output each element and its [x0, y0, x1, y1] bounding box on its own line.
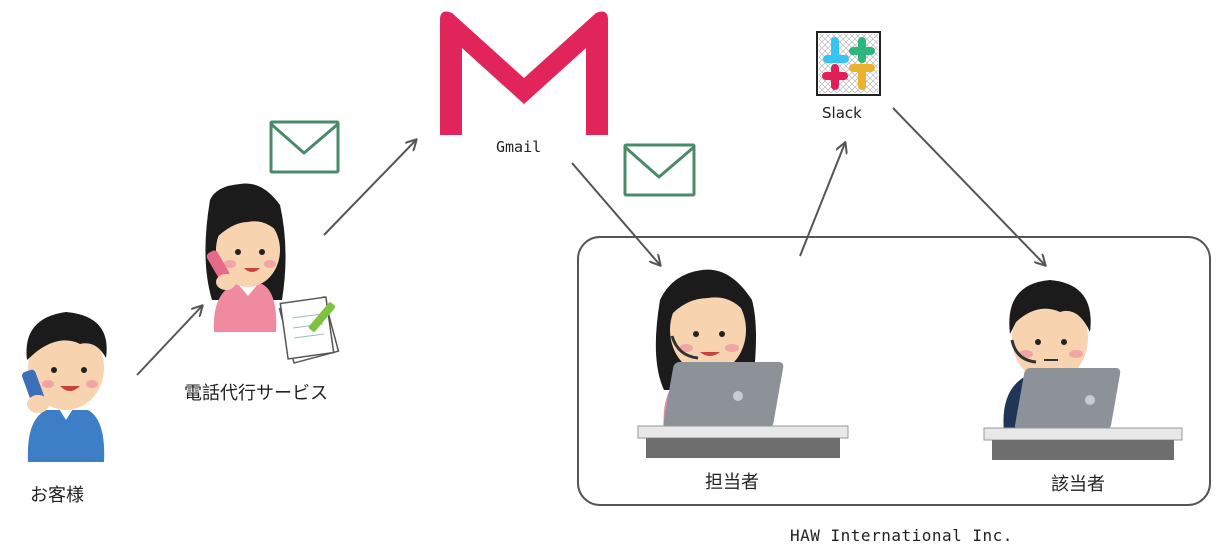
- phone-service-label: 電話代行サービス: [184, 383, 328, 404]
- customer-illustration: [22, 312, 107, 462]
- gmail-label: Gmail: [496, 138, 542, 156]
- assignee-illustration: [983, 280, 1183, 460]
- arrow-gmail-to-staff: [571, 162, 660, 265]
- arrow-slack-to-assignee: [892, 107, 1045, 265]
- arrow-customer-to-service: [136, 306, 202, 376]
- customer-label: お客様: [30, 485, 84, 506]
- envelope-icon: [623, 143, 696, 197]
- notepad-icon: [278, 296, 340, 364]
- phone-service-illustration: [205, 183, 286, 332]
- arrow-staff-to-slack: [799, 143, 845, 257]
- envelope-icon: [269, 120, 340, 174]
- staff-illustration: [637, 269, 849, 458]
- assignee-label: 該当者: [1051, 474, 1105, 495]
- arrow-service-to-gmail: [323, 140, 416, 236]
- gmail-logo-icon: [440, 11, 608, 135]
- slack-logo-icon: [816, 31, 881, 96]
- company-label: HAW International Inc.: [790, 526, 1013, 545]
- staff-label: 担当者: [705, 472, 759, 493]
- slack-label: Slack: [822, 104, 862, 122]
- company-frame: [577, 236, 1211, 506]
